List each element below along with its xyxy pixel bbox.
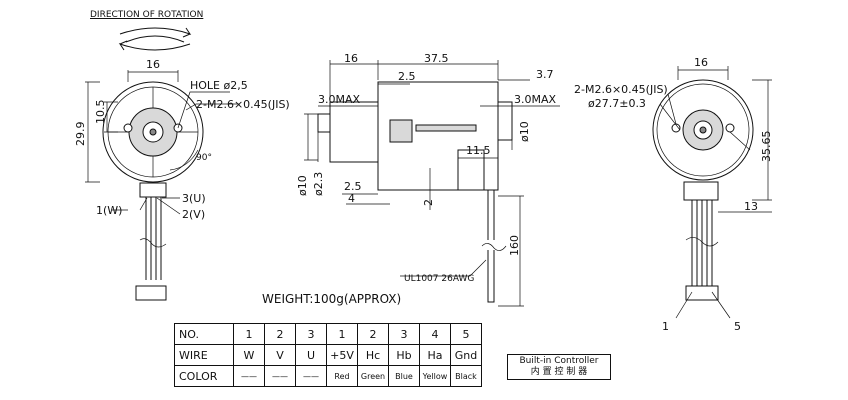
table-cell: 2 — [264, 323, 296, 345]
table-cell: 4 — [419, 323, 451, 345]
rear-pin-1: 1 — [662, 320, 669, 333]
table-cell: —— — [295, 365, 327, 387]
table-cell: U — [295, 344, 327, 366]
table-cell: 2 — [357, 323, 389, 345]
side-dim-37-5: 37.5 — [424, 52, 449, 65]
table-cell: —— — [233, 365, 265, 387]
side-dim-d10-left: ø10 — [296, 175, 309, 196]
side-view — [304, 60, 560, 307]
front-view — [85, 70, 240, 301]
side-dim-11-5: 11.5 — [466, 144, 491, 157]
rear-dim-13: 13 — [744, 200, 758, 213]
front-screw-label: 2-M2.6×0.45(JIS) — [196, 98, 290, 111]
side-dim-d10-right: ø10 — [518, 121, 531, 142]
wire-v-label: 2(V) — [182, 208, 205, 221]
rear-dim-35-65: 35.65 — [760, 131, 773, 163]
wire-w-label: 1(W) — [96, 204, 122, 217]
front-hole-label: HOLE ø2,5 — [190, 79, 248, 92]
rear-pcd-label: ø27.7±0.3 — [588, 97, 646, 110]
rotation-arrow-icon — [118, 27, 192, 51]
side-dim-d2-3: ø2.3 — [312, 172, 325, 196]
row-label: NO. — [174, 323, 234, 345]
front-dim-width: 16 — [146, 58, 160, 71]
side-dim-4: 4 — [348, 192, 355, 205]
table-cell: Green — [357, 365, 389, 387]
cable-label: UL1007 26AWG — [404, 274, 474, 284]
weight-label: WEIGHT:100g(APPROX) — [262, 292, 402, 306]
side-dim-2-5-top: 2.5 — [398, 70, 416, 83]
table-cell: V — [264, 344, 296, 366]
table-cell: 5 — [450, 323, 482, 345]
side-dim-16: 16 — [344, 52, 358, 65]
table-cell: Red — [326, 365, 358, 387]
front-angle-label: 90° — [196, 153, 212, 163]
rear-screw-label: 2-M2.6×0.45(JIS) — [574, 83, 668, 96]
row-label: WIRE — [174, 344, 234, 366]
table-cell: 1 — [233, 323, 265, 345]
side-dim-2: 2 — [422, 199, 435, 206]
front-dim-height: 29.9 — [74, 122, 87, 147]
rear-dim-16: 16 — [694, 56, 708, 69]
table-cell: Blue — [388, 365, 420, 387]
side-dim-3max-left: 3.0MAX — [318, 93, 361, 106]
table-cell: Yellow — [419, 365, 451, 387]
front-dim-offset: 10.5 — [94, 100, 107, 125]
table-cell: —— — [264, 365, 296, 387]
wire-u-label: 3(U) — [182, 192, 206, 205]
table-cell: 3 — [295, 323, 327, 345]
rotation-title: DIRECTION OF ROTATION — [90, 10, 204, 20]
table-cell: Gnd — [450, 344, 482, 366]
rear-view — [652, 66, 772, 319]
side-dim-3max-right: 3.0MAX — [514, 93, 557, 106]
table-cell: Black — [450, 365, 482, 387]
table-cell: Ha — [419, 344, 451, 366]
table-cell: Hb — [388, 344, 420, 366]
controller-box: Built-in Controller 内 置 控 制 器 — [507, 354, 611, 380]
side-dim-2-5-bottom: 2.5 — [344, 180, 362, 193]
table-cell: Hc — [357, 344, 389, 366]
table-cell: W — [233, 344, 265, 366]
controller-line-2: 内 置 控 制 器 — [530, 367, 588, 377]
table-cell: 1 — [326, 323, 358, 345]
table-cell: 3 — [388, 323, 420, 345]
rear-pin-5: 5 — [734, 320, 741, 333]
side-dim-160: 160 — [508, 235, 521, 256]
table-cell: +5V — [326, 344, 358, 366]
row-label: COLOR — [174, 365, 234, 387]
controller-line-1: Built-in Controller — [519, 356, 599, 366]
side-dim-3-7: 3.7 — [536, 68, 554, 81]
